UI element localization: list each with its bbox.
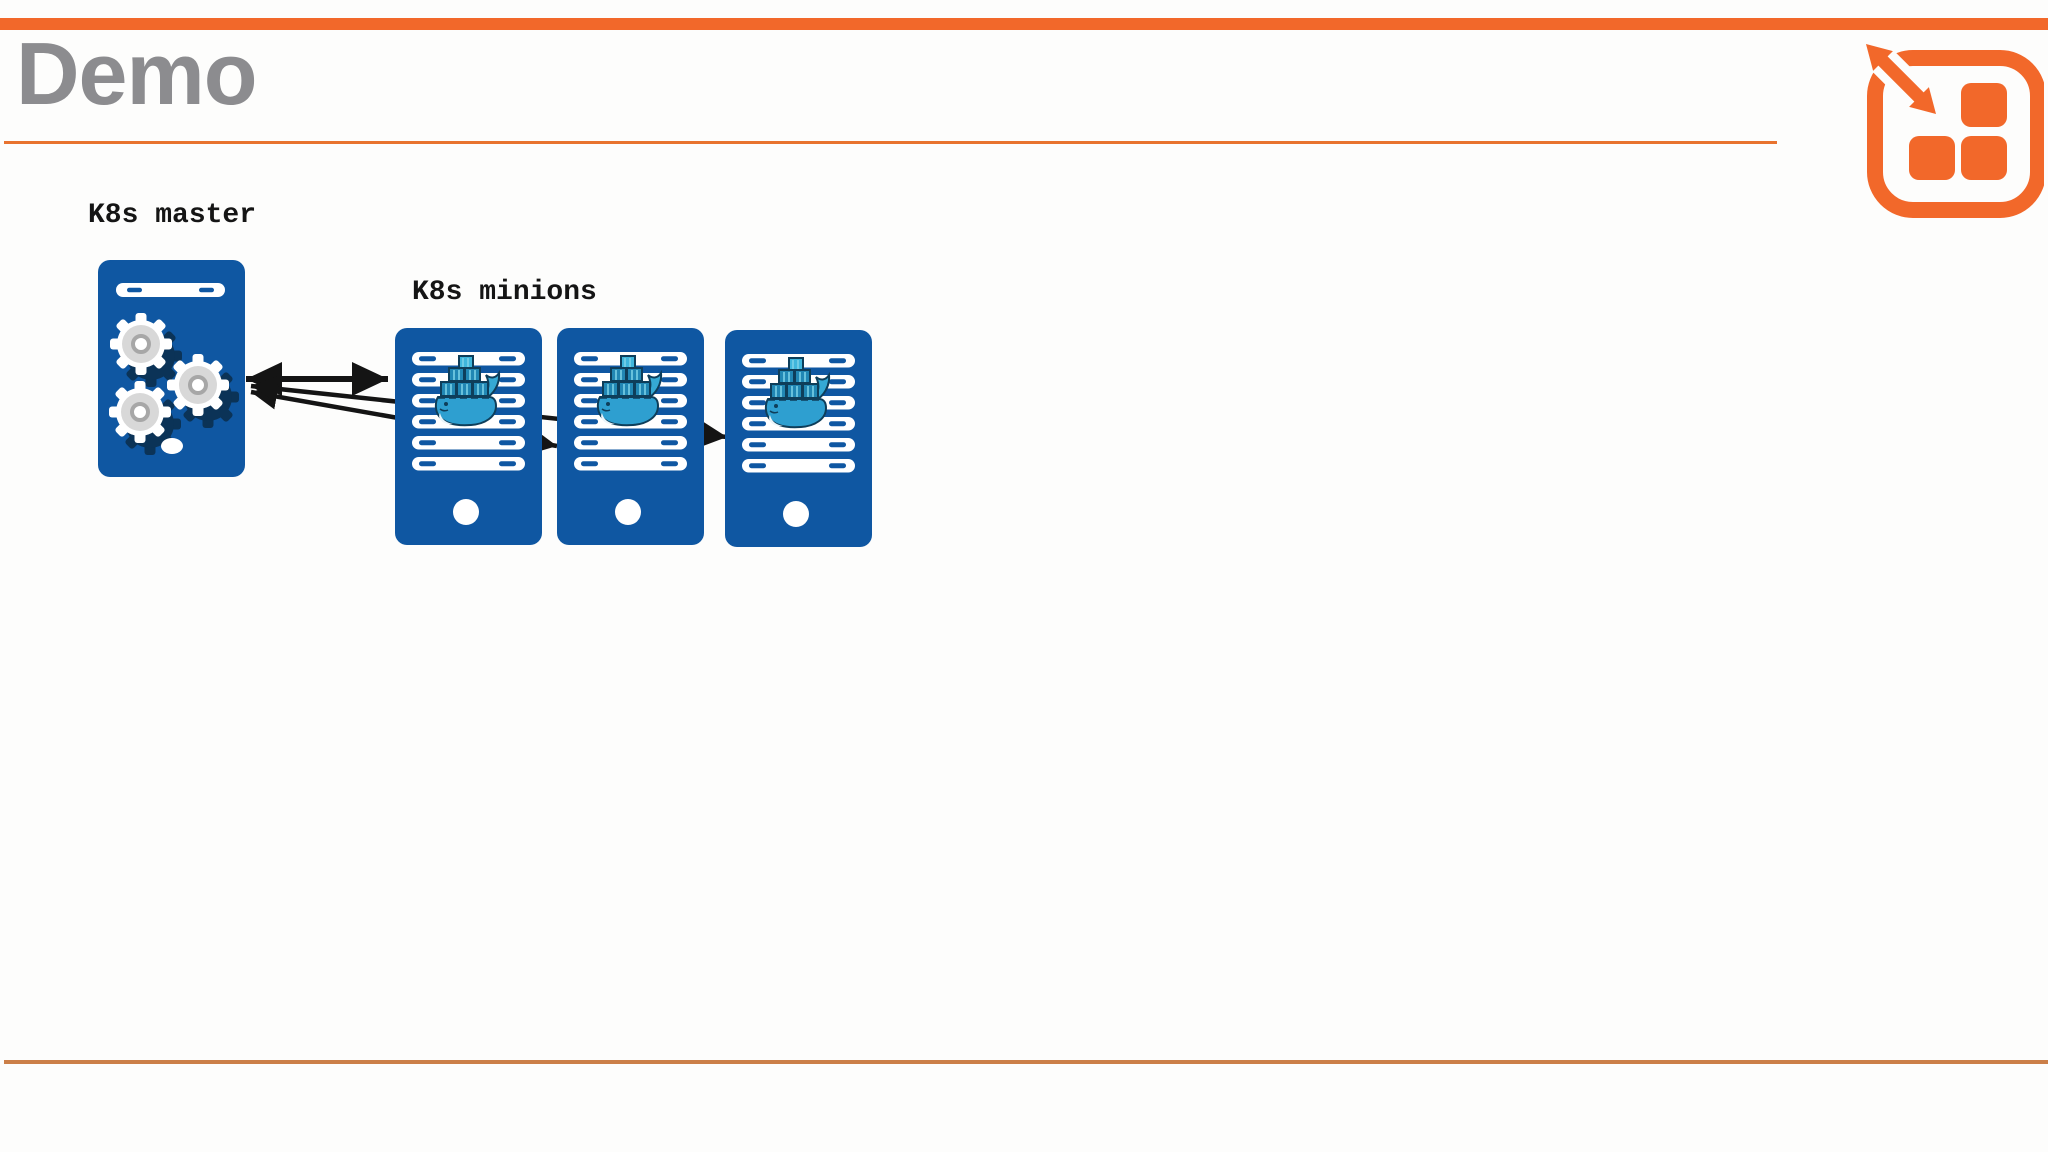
page-title: Demo: [16, 24, 257, 123]
k8s-master-server-icon: [98, 260, 245, 477]
k8s-minion-server-icon-3: [725, 330, 872, 547]
title-underline: [4, 141, 1777, 144]
k8s-master-label: K8s master: [88, 200, 257, 231]
scale-out-grid-arrow-logo: [1860, 36, 2044, 218]
k8s-minion-server-icon-1: [395, 328, 542, 545]
k8s-minion-server-icon-2: [557, 328, 704, 545]
bottom-accent-rule: [4, 1060, 2048, 1064]
k8s-minions-label: K8s minions: [412, 277, 597, 308]
diagonal-resize-arrow-icon: [1866, 44, 1936, 114]
top-accent-bar: [0, 18, 2048, 30]
